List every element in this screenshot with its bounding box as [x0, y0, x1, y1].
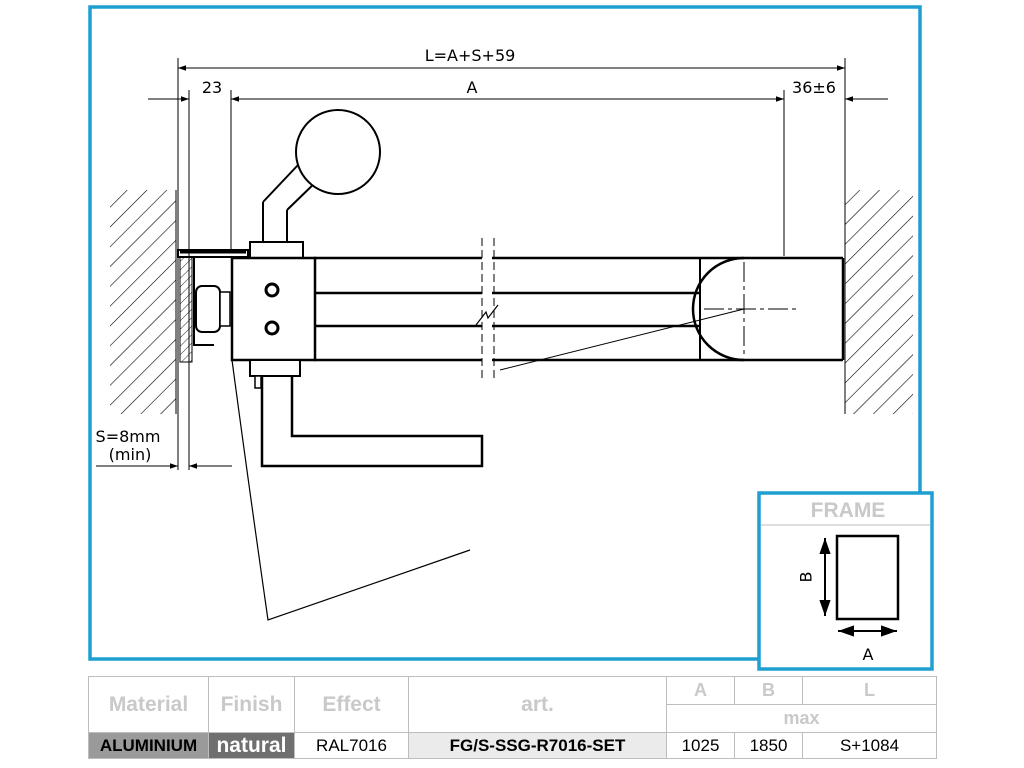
cell-art: FG/S-SSG-R7016-SET [408, 732, 667, 759]
dimension-span-label: A [467, 78, 478, 97]
header-l: L [802, 676, 937, 705]
cell-finish: natural [208, 732, 295, 759]
rail [314, 238, 845, 378]
dimension-gap: S=8mm (min) [96, 427, 232, 469]
frame-inset-label-width: A [863, 645, 874, 664]
header-effect: Effect [294, 676, 409, 733]
cell-b: 1850 [734, 732, 803, 759]
dimension-overall: L=A+S+59 [178, 46, 845, 71]
extension-lines [177, 58, 846, 470]
lock-body [230, 256, 317, 389]
dimension-row2: 23 A 36±6 [148, 78, 888, 102]
header-max: max [666, 704, 937, 733]
dimension-gap-line1: S=8mm [96, 427, 161, 446]
cell-material: ALUMINIUM [88, 732, 209, 759]
door-swing-arc [231, 359, 471, 621]
frame-inset-label-height: B [797, 572, 816, 583]
frame-inset: FRAME B A [757, 491, 934, 671]
dimension-overall-label: L=A+S+59 [425, 46, 516, 65]
cell-a: 1025 [666, 732, 735, 759]
dimension-right-offset-label: 36±6 [792, 78, 836, 97]
cell-l: S+1084 [802, 732, 937, 759]
right-wall [844, 190, 913, 414]
left-wall [110, 190, 177, 414]
cell-effect: RAL7016 [294, 732, 409, 759]
drawing-border [88, 5, 922, 661]
frame-inset-title: FRAME [811, 499, 886, 522]
knob [249, 109, 381, 261]
header-material: Material [88, 676, 209, 733]
header-art: art. [408, 676, 667, 733]
header-finish: Finish [208, 676, 295, 733]
spec-table: Material Finish Effect art. A B L max AL… [88, 676, 937, 759]
lever-handle [260, 376, 484, 468]
header-a: A [666, 676, 735, 705]
header-b: B [734, 676, 803, 705]
dimension-gap-line2: (min) [109, 445, 152, 464]
dimension-left-offset-label: 23 [202, 78, 222, 97]
